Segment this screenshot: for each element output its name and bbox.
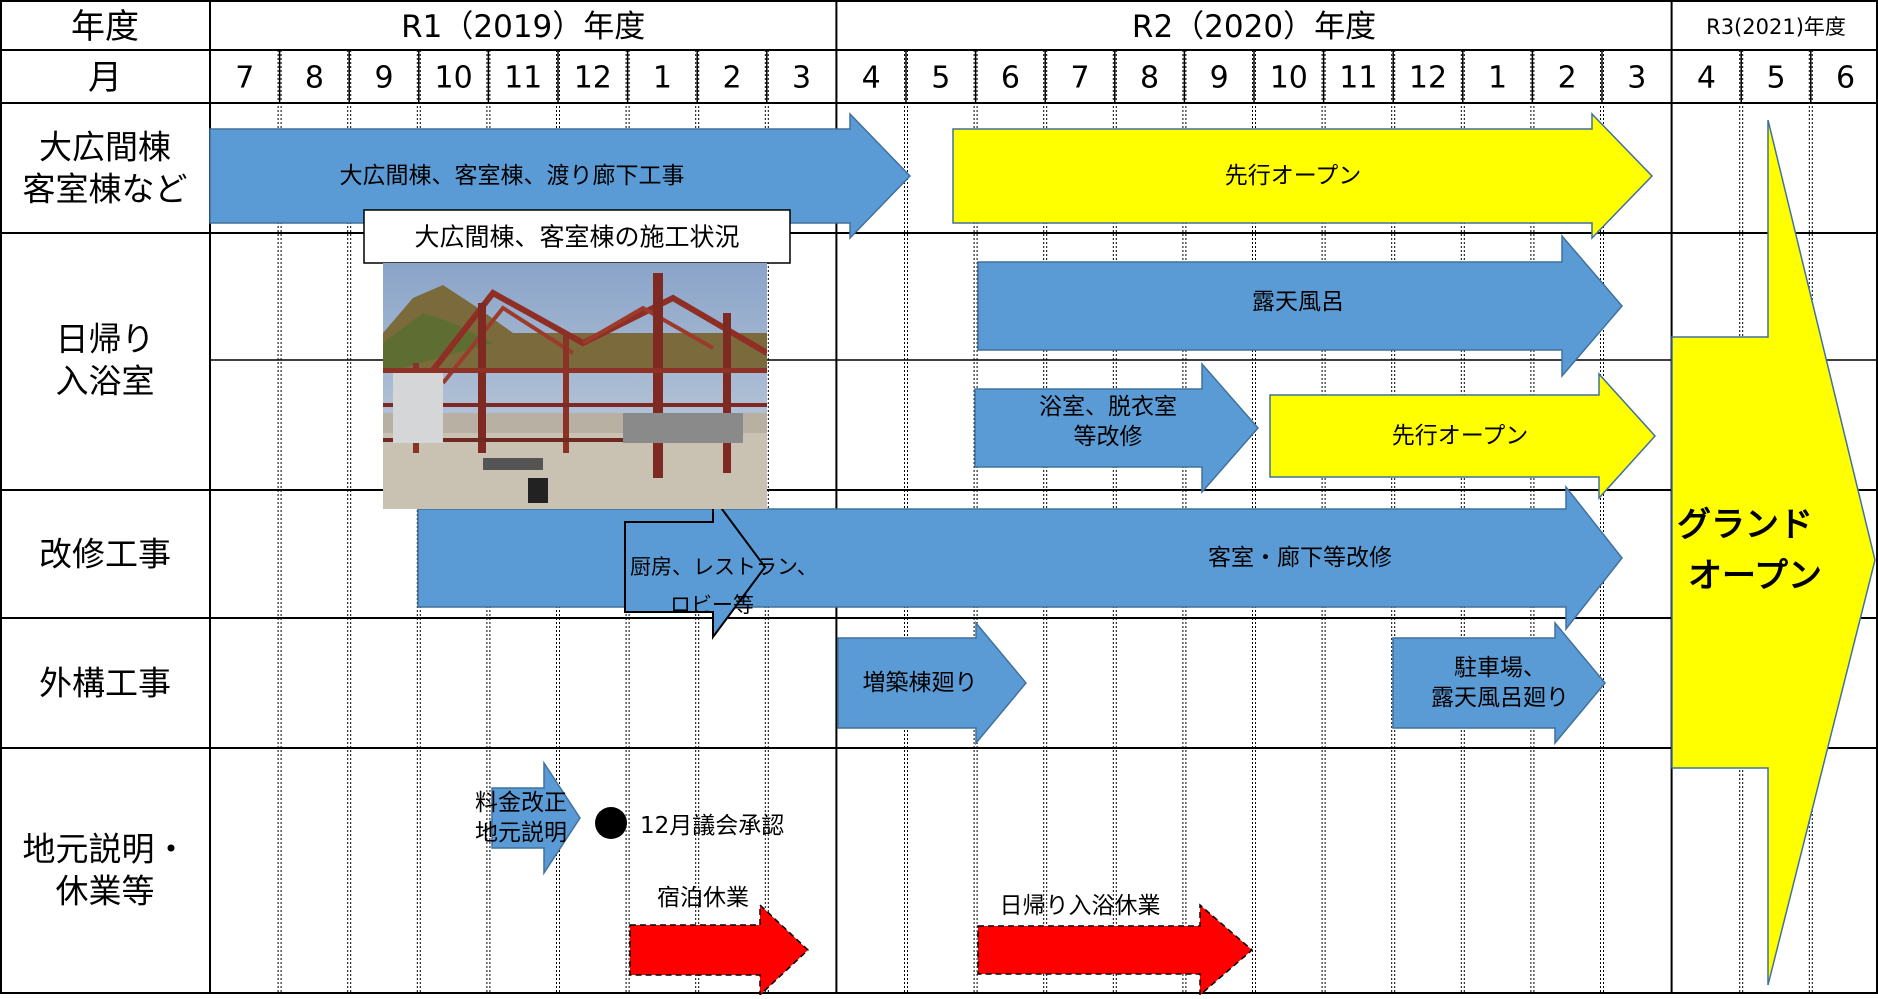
month-label: 9 [1210, 61, 1229, 96]
arrow-label-shukuhaku-kyugyo: 宿泊休業 [657, 885, 749, 911]
month-label: 9 [374, 61, 393, 96]
month-label: 11 [1339, 61, 1377, 96]
arrow-label-chubo: ロビー等 [670, 593, 754, 617]
arrow-label-higaeri-kyugyo: 日帰り入浴休業 [1000, 893, 1161, 919]
arrow-label-chushajo: 駐車場、 [1454, 655, 1546, 681]
month-label: 10 [1270, 61, 1308, 96]
row-label: 改修工事 [39, 535, 171, 574]
month-label: 5 [931, 61, 950, 96]
month-label: 3 [1627, 61, 1646, 96]
arrow-higaeri-open [1269, 372, 1657, 500]
month-label: 4 [862, 61, 881, 96]
month-label: 12 [1409, 61, 1447, 96]
month-label: 1 [653, 61, 672, 96]
month-label: 3 [792, 61, 811, 96]
arrow-yokushitsu [974, 362, 1259, 494]
arrow-daihiroma-open [952, 112, 1654, 240]
fiscal-year-r3: R3(2021)年度 [1706, 15, 1846, 39]
month-label: 8 [1140, 61, 1159, 96]
month-label: 6 [1836, 61, 1855, 96]
row-label: 日帰り [56, 320, 155, 359]
arrow-label-daihiroma-work: 大広間棟、客室棟、渡り廊下工事 [340, 163, 685, 189]
month-label: 2 [1558, 61, 1577, 96]
arrow-label-yokushitsu: 浴室、脱衣室 [1039, 394, 1177, 420]
arrow-daihiroma-work [209, 112, 912, 240]
month-header-label: 月 [88, 58, 122, 98]
arrow-grand-open [1671, 119, 1876, 986]
month-label: 5 [1766, 61, 1785, 96]
arrow-label-grand-open: グランド [1677, 505, 1813, 545]
arrow-label-daihiroma-open: 先行オープン [1225, 163, 1362, 189]
month-label: 6 [1001, 61, 1020, 96]
construction-photo [383, 263, 767, 509]
milestone-label: 12月議会承認 [640, 813, 784, 839]
arrow-label-rotenburo: 露天風呂 [1252, 289, 1344, 315]
row-label: 客室棟など [23, 170, 188, 209]
photo-caption-box [363, 209, 791, 264]
milestone-dot [595, 807, 627, 839]
row-label: 入浴室 [56, 362, 155, 401]
arrow-chubo [624, 493, 767, 641]
row-label: 大広間棟 [39, 128, 171, 167]
month-label: 11 [504, 61, 542, 96]
arrow-higaeri-kyugyo [977, 903, 1254, 997]
fiscal-year-r2: R2（2020）年度 [1132, 9, 1376, 45]
month-label: 7 [235, 61, 254, 96]
photo-caption: 大広間棟、客室棟の施工状況 [414, 223, 739, 252]
arrow-label-higaeri-open: 先行オープン [1392, 423, 1529, 449]
arrow-label-ryokin: 料金改正 [475, 790, 567, 816]
arrow-label-chushajo: 露天風呂廻り [1431, 685, 1569, 711]
row-label: 地元説明・ [23, 830, 188, 869]
arrow-label-zouchiku: 増築棟廻り [863, 670, 978, 696]
arrow-rotenburo [977, 233, 1623, 379]
arrow-label-yokushitsu: 等改修 [1074, 424, 1143, 450]
arrows [209, 112, 1876, 997]
month-label: 12 [574, 61, 612, 96]
arrow-label-ryokin: 地元説明 [475, 820, 567, 846]
row-label: 外構工事 [39, 664, 171, 703]
arrow-shukuhaku-kyugyo [629, 903, 810, 997]
arrow-chushajo [1392, 620, 1606, 746]
month-label: 1 [1488, 61, 1507, 96]
arrow-label-kyakushitsu: 客室・廊下等改修 [1208, 545, 1392, 571]
arrow-label-grand-open: オープン [1688, 556, 1822, 596]
row-label: 休業等 [56, 872, 155, 911]
arrow-zouchiku [837, 620, 1027, 746]
month-label: 4 [1697, 61, 1716, 96]
fiscal-year-r1: R1（2019）年度 [401, 9, 645, 45]
month-label: 7 [1070, 61, 1089, 96]
year-header-label: 年度 [71, 7, 139, 47]
month-label: 8 [305, 61, 324, 96]
month-label: 10 [435, 61, 473, 96]
month-label: 2 [722, 61, 741, 96]
arrow-ryokin [491, 760, 581, 876]
arrow-label-chubo: 厨房、レストラン、 [630, 555, 818, 579]
